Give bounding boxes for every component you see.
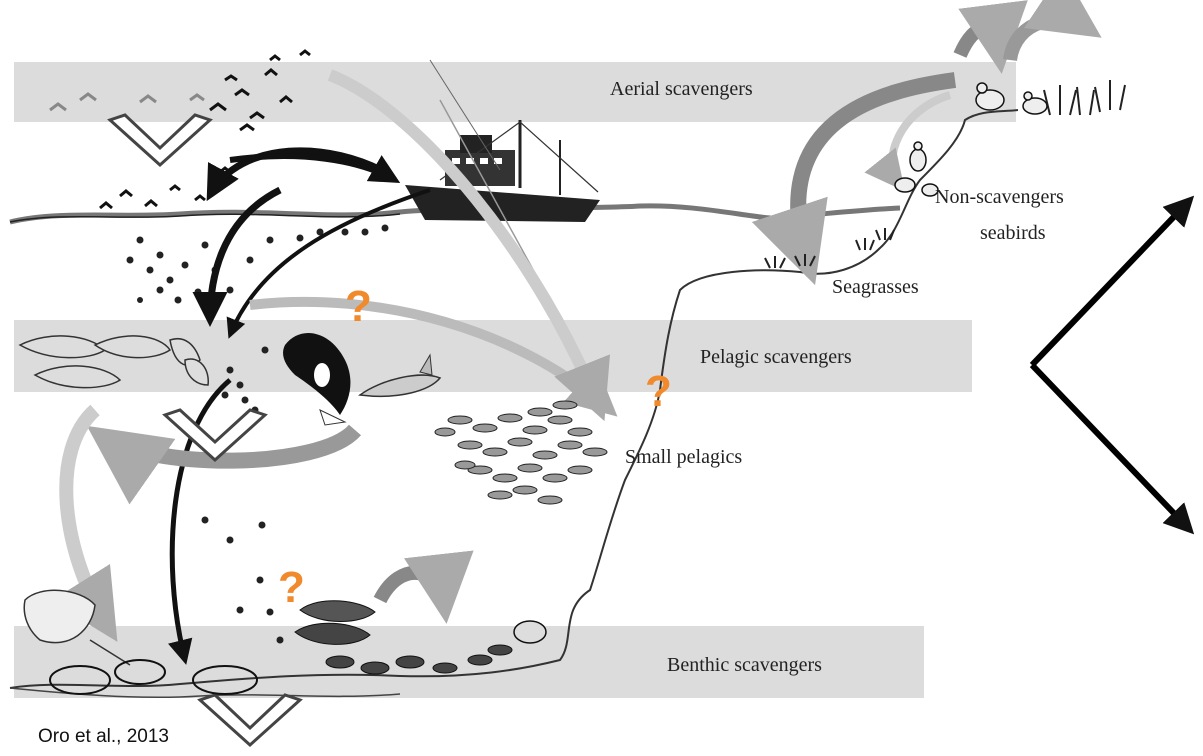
grey-arrow-coast <box>798 80 955 270</box>
label-aerial-scavengers: Aerial scavengers <box>610 78 753 101</box>
label-seagrasses: Seagrasses <box>832 276 919 299</box>
label-non-scavengers-line1: Non-scavengers <box>935 186 1064 209</box>
isopod-icon <box>326 645 512 674</box>
lobster-icon <box>50 660 257 694</box>
seagrass-icon <box>765 80 1125 268</box>
question-mark-coast: ? <box>645 370 672 414</box>
citation: Oro et al., 2013 <box>38 726 169 748</box>
crab-icon <box>514 621 546 643</box>
benthic-fish-icon <box>295 601 375 645</box>
orca-icon <box>283 333 350 425</box>
label-non-scavengers-line2: seabirds <box>980 222 1046 245</box>
dolphin-icon <box>20 336 208 388</box>
label-pelagic-scavengers: Pelagic scavengers <box>700 346 852 369</box>
shark-icon <box>360 355 440 396</box>
black-arrow-birds-to-vessel <box>230 156 395 180</box>
ray-icon <box>24 590 130 665</box>
gull-icon <box>895 83 1047 196</box>
question-mark-benthic: ? <box>278 566 305 610</box>
fishing-vessel-icon <box>405 120 600 222</box>
bracket-arrows-icon <box>1032 200 1190 530</box>
white-split-arrow-aerial <box>110 115 210 165</box>
white-split-arrow-benthic <box>200 695 300 745</box>
label-benthic-scavengers: Benthic scavengers <box>667 654 822 677</box>
question-mark-pelagic: ? <box>345 285 372 329</box>
grey-arrow-benthic-loop <box>380 573 445 610</box>
grey-arrow-aerial-to-pelagic <box>330 75 600 410</box>
grey-arrow-top-right-2 <box>1010 20 1090 60</box>
grey-arrow-coast-small <box>892 95 950 185</box>
label-small-pelagics: Small pelagics <box>625 446 742 469</box>
grey-arrow-top-right <box>960 29 1000 60</box>
fish-school-icon <box>435 401 607 504</box>
